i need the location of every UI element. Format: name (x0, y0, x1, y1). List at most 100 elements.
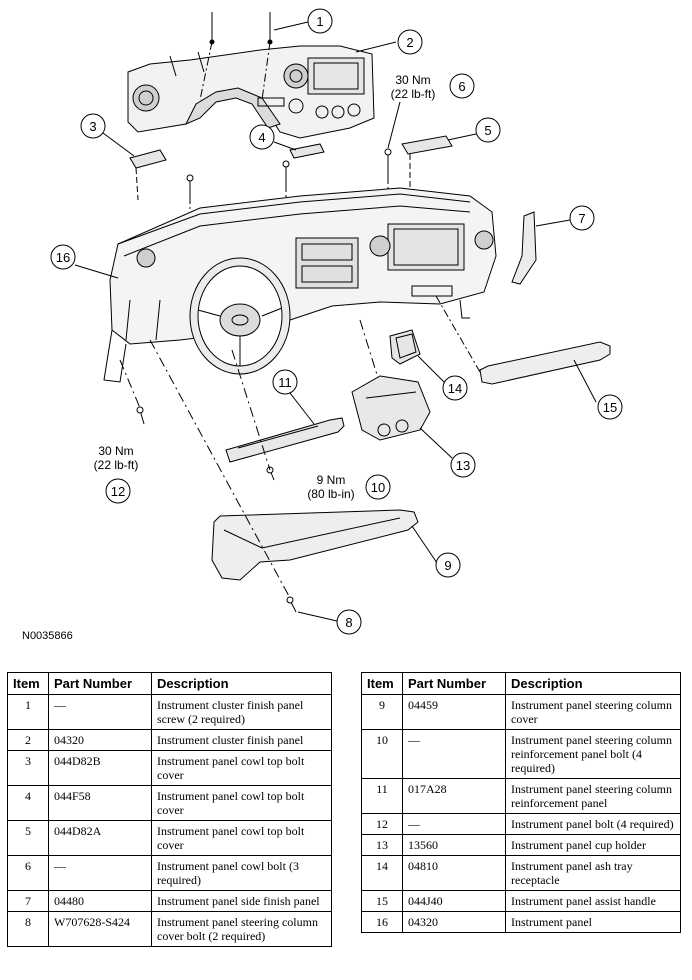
svg-text:10: 10 (371, 480, 385, 495)
svg-text:8: 8 (345, 615, 352, 630)
callout-4: 4 (249, 124, 275, 150)
svg-text:13: 13 (456, 458, 470, 473)
cell-part: 04480 (48, 890, 152, 912)
torque-6-lbft: (22 lb-ft) (391, 87, 436, 101)
cell-desc: Instrument panel steering column reinfor… (505, 778, 681, 814)
cell-desc: Instrument panel bolt (4 required) (505, 813, 681, 835)
callout-13: 13 (450, 452, 476, 478)
callout-12: 12 (105, 478, 131, 504)
cell-part: — (48, 694, 152, 730)
torque-6-nm: 30 Nm (395, 73, 430, 87)
cell-item: 13 (361, 834, 403, 856)
cell-part: 044D82B (48, 750, 152, 786)
steering-wheel (189, 257, 291, 375)
cell-desc: Instrument panel ash tray receptacle (505, 855, 681, 891)
cell-desc: Instrument panel steering column cover (505, 694, 681, 730)
cell-desc: Instrument panel cowl top bolt cover (151, 785, 332, 821)
reinforcement-panel (225, 417, 345, 463)
cell-part: W707628-S424 (48, 911, 152, 947)
cell-desc: Instrument panel side finish panel (151, 890, 332, 912)
centerlines (119, 319, 379, 599)
cell-part: 04459 (402, 694, 506, 730)
cell-part: 04320 (48, 729, 152, 751)
cell-desc: Instrument cluster finish panel (151, 729, 332, 751)
header-part-number: Part Number (402, 672, 506, 695)
svg-text:3: 3 (89, 119, 96, 134)
figure-id: N0035866 (22, 630, 73, 642)
cell-desc: Instrument panel cup holder (505, 834, 681, 856)
torque-10-nm: 9 Nm (317, 473, 346, 487)
table-row: 10—Instrument panel steering column rein… (361, 729, 681, 779)
cell-desc: Instrument panel cowl top bolt cover (151, 750, 332, 786)
column-cover-bolt (286, 596, 297, 613)
assist-handle (435, 295, 611, 385)
cell-desc: Instrument cluster finish panel screw (2… (151, 694, 332, 730)
cell-item: 5 (7, 820, 49, 856)
svg-text:7: 7 (578, 211, 585, 226)
reinforcement-bolt (266, 466, 275, 481)
torque-labels: 30 Nm (22 lb-ft) 30 Nm (22 lb-ft) 9 Nm (… (94, 73, 436, 501)
cell-part: 017A28 (402, 778, 506, 814)
cup-holder (351, 375, 431, 441)
torque-12-lbft: (22 lb-ft) (94, 458, 139, 472)
callout-1: 1 (307, 8, 333, 34)
cell-item: 11 (361, 778, 403, 814)
cell-item: 6 (7, 855, 49, 891)
header-item: Item (361, 672, 403, 695)
exploded-diagram: 1 2 3 4 5 6 7 8 9 10 11 12 13 14 15 16 3… (50, 8, 623, 635)
cell-part: 044J40 (402, 890, 506, 912)
cell-item: 7 (7, 890, 49, 912)
ash-tray (389, 329, 421, 365)
cell-part: — (48, 855, 152, 891)
callouts: 1 2 3 4 5 6 7 8 9 10 11 12 13 14 15 16 (50, 8, 623, 635)
table-row: 6—Instrument panel cowl bolt (3 required… (7, 855, 332, 891)
callout-16: 16 (50, 244, 76, 270)
cell-part: — (402, 813, 506, 835)
cowl-covers (129, 135, 453, 201)
callout-10: 10 (365, 474, 391, 500)
cell-part: — (402, 729, 506, 779)
cell-desc: Instrument panel cowl bolt (3 required) (151, 855, 332, 891)
cell-part: 04810 (402, 855, 506, 891)
table-header-row: Item Part Number Description (361, 672, 681, 695)
cell-item: 14 (361, 855, 403, 891)
cell-part: 044F58 (48, 785, 152, 821)
header-item: Item (7, 672, 49, 695)
cell-item: 16 (361, 911, 403, 933)
header-description: Description (151, 672, 332, 695)
cell-item: 12 (361, 813, 403, 835)
svg-text:4: 4 (258, 130, 265, 145)
cell-item: 10 (361, 729, 403, 779)
table-row: 12—Instrument panel bolt (4 required) (361, 813, 681, 835)
leader-lines (74, 21, 597, 622)
cell-desc: Instrument panel assist handle (505, 890, 681, 912)
svg-text:6: 6 (458, 79, 465, 94)
callout-11: 11 (272, 369, 298, 395)
panel-bolt (136, 406, 145, 425)
cell-item: 9 (361, 694, 403, 730)
svg-text:2: 2 (406, 35, 413, 50)
table-row: 1—Instrument cluster finish panel screw … (7, 694, 332, 730)
cell-desc: Instrument panel (505, 911, 681, 933)
instrument-panel (103, 187, 497, 383)
cell-item: 3 (7, 750, 49, 786)
callout-8: 8 (336, 609, 362, 635)
callout-15: 15 (597, 394, 623, 420)
cell-part: 044D82A (48, 820, 152, 856)
cell-part: 04320 (402, 911, 506, 933)
svg-text:14: 14 (448, 381, 462, 396)
cell-item: 1 (7, 694, 49, 730)
torque-10-lbin: (80 lb-in) (307, 487, 354, 501)
svg-text:1: 1 (316, 14, 323, 29)
table-header-row: Item Part Number Description (7, 672, 332, 695)
callout-3: 3 (80, 113, 106, 139)
